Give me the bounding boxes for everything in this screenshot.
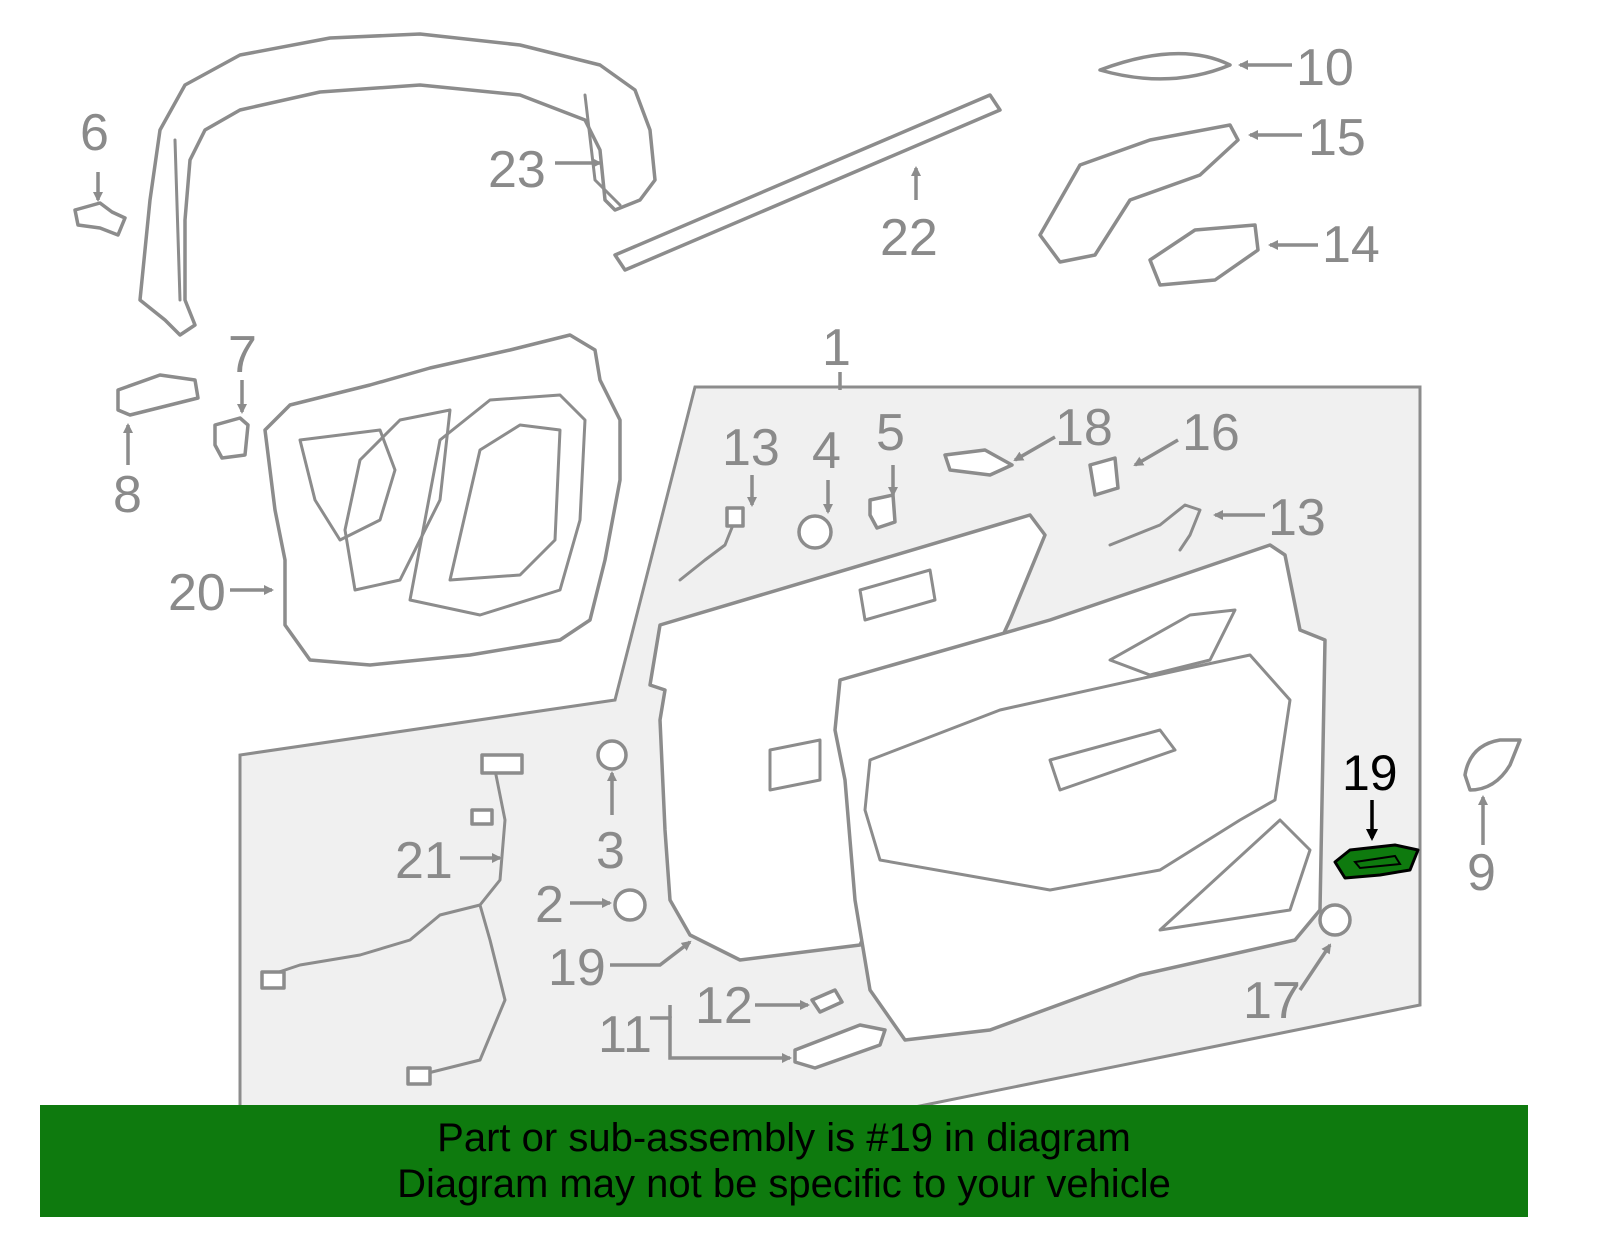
callout-7: 7: [228, 326, 257, 384]
callout-9: 9: [1467, 844, 1496, 902]
callout-24: 23: [488, 141, 546, 199]
part-1-door-trim-panel: [833, 543, 1327, 1042]
part-15-switch-bezel: [1038, 123, 1240, 264]
part-2-clip: [613, 888, 647, 922]
arrow-20: [610, 940, 692, 967]
callout-21: 20: [168, 564, 226, 622]
part-5-clip: [868, 493, 897, 530]
part-22-connector-a: [480, 753, 524, 775]
callout-3: 3: [596, 822, 625, 880]
part-24-frame-molding: [138, 32, 657, 337]
callout-8: 8: [113, 466, 142, 524]
arrow-18: [1013, 435, 1056, 462]
part-10-cover: [1098, 51, 1232, 81]
callout-2: 2: [535, 876, 564, 934]
arrow-16: [1133, 438, 1179, 467]
part-12-bulb: [810, 988, 844, 1014]
banner-line-1: Part or sub-assembly is #19 in diagram: [437, 1116, 1131, 1160]
part-8-hinge-bracket: [116, 373, 200, 417]
callout-5: 5: [876, 404, 905, 462]
arrow-17: [1298, 943, 1332, 991]
part-6-bracket: [73, 201, 127, 237]
part-22-connector-c: [260, 970, 286, 990]
part-18-light: [943, 448, 1014, 477]
callout-1: 1: [822, 319, 851, 377]
callout-20: 19: [548, 939, 606, 997]
part-17-fastener: [1318, 903, 1352, 937]
callout-17: 17: [1243, 972, 1301, 1030]
callout-6: 6: [80, 104, 109, 162]
part-13-connector: [725, 506, 745, 528]
callout-18: 18: [1055, 399, 1113, 457]
part-19-highlighted: [1333, 843, 1420, 880]
part-22-connector-b: [470, 808, 494, 826]
part-19-inner: [1353, 854, 1402, 870]
part-3-clip: [596, 739, 628, 771]
part-13-harness-left: [678, 518, 737, 582]
part-23-belt-molding: [613, 93, 1002, 272]
banner-line-2: Diagram may not be specific to your vehi…: [397, 1162, 1171, 1206]
part-13-harness-right: [1108, 503, 1202, 552]
callout-4: 4: [812, 422, 841, 480]
callout-16: 16: [1182, 404, 1240, 462]
part-9-cover: [1463, 738, 1522, 792]
part-22-wiring-harness: [268, 753, 507, 1077]
callout-12: 12: [695, 977, 753, 1035]
deflector-cutout: [858, 568, 937, 622]
callout-10: 10: [1296, 39, 1354, 97]
callout-23: 22: [880, 209, 938, 267]
callout-11: 11: [598, 1006, 652, 1064]
callout-13-right: 13: [1268, 489, 1326, 547]
part-7-clip: [213, 416, 250, 460]
callout-22: 21: [395, 832, 453, 890]
part-21-inner-panel: [263, 333, 622, 667]
callout-14: 14: [1322, 216, 1380, 274]
deflector-cutout-2: [768, 738, 822, 792]
arrow-11: [650, 1016, 792, 1063]
callout-19-highlighted: 19: [1342, 745, 1398, 801]
part-14-window-switch: [1148, 223, 1260, 287]
callout-15: 15: [1308, 109, 1366, 167]
part-4-grommet: [797, 514, 833, 550]
info-banner: Part or sub-assembly is #19 in diagram D…: [40, 1105, 1528, 1217]
part-16-switch: [1088, 456, 1120, 497]
callout-13-left: 13: [722, 419, 780, 477]
part-22-connector-d: [406, 1066, 432, 1086]
part-11-lamp: [793, 1023, 887, 1070]
